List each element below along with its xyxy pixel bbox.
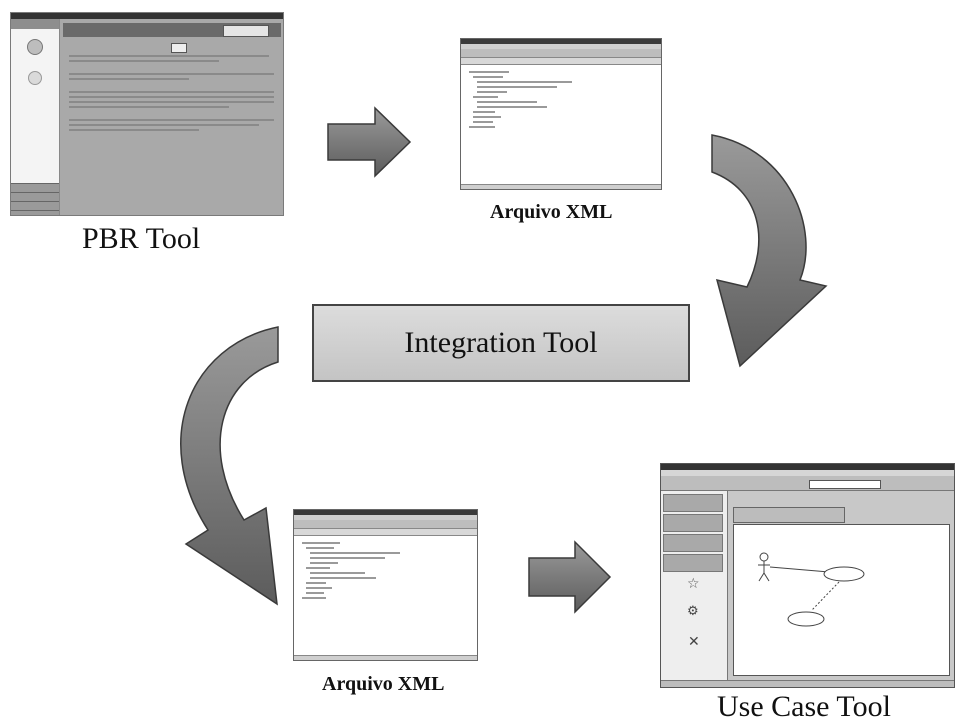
uc-diagram <box>758 552 865 627</box>
arrow-integration-to-xml <box>180 326 279 606</box>
pbr-tool-caption: PBR Tool <box>82 222 201 255</box>
pbr-sidebar-bottom-4 <box>11 210 59 215</box>
pbr-sidebar-header <box>11 19 59 29</box>
uc-menubar <box>661 470 954 476</box>
close-icon: ✕ <box>688 634 700 650</box>
use-case-tool-caption: Use Case Tool <box>717 690 891 723</box>
xml-top-titlebar <box>461 39 661 44</box>
xml-text-line <box>477 91 507 93</box>
arrow-xml-to-integration <box>711 134 828 368</box>
arrow-xml-to-usecase <box>528 540 612 614</box>
xml-text-line <box>306 582 326 584</box>
actor-head <box>759 552 769 562</box>
uc-sidebar-button <box>663 514 723 532</box>
pbr-sidebar-icon-1 <box>27 39 43 55</box>
xml-text-line <box>302 542 340 544</box>
xml-text-line <box>310 557 385 559</box>
pbr-text-line <box>69 55 269 57</box>
pbr-text-line <box>69 78 189 80</box>
arrow-pbr-to-xml <box>327 106 412 178</box>
xml-top-menubar <box>461 44 661 49</box>
xml-text-line <box>473 96 498 98</box>
xml-text-line <box>477 81 572 83</box>
pbr-text-line <box>69 129 199 131</box>
xml-text-line <box>310 572 365 574</box>
uc-toolbar <box>661 476 954 491</box>
xml-text-line <box>469 126 495 128</box>
uc-titlebar <box>661 464 954 470</box>
xml-top-statusbar <box>461 184 661 189</box>
integration-tool-box: Integration Tool <box>312 304 690 382</box>
star-icon: ☆ <box>687 576 700 592</box>
xml-text-line <box>310 552 400 554</box>
xml-text-line <box>306 587 332 589</box>
pbr-text-line <box>69 91 274 93</box>
pbr-text-line <box>69 106 229 108</box>
xml-text-line <box>477 106 547 108</box>
pbr-titlebar <box>11 13 283 19</box>
uc-statusbar <box>661 680 954 687</box>
xml-text-line <box>477 86 557 88</box>
uc-search-field <box>809 480 881 489</box>
xml-text-line <box>306 547 334 549</box>
pbr-next-button <box>223 25 269 37</box>
xml-bottom-statusbar <box>294 655 477 660</box>
use-case-ellipse-2 <box>787 611 825 627</box>
xml-bottom-addressbar <box>294 529 477 536</box>
use-case-ellipse-1 <box>823 566 865 582</box>
use-case-tool-screenshot: ☆ ⚙ ✕ <box>660 463 955 688</box>
xml-text-line <box>473 111 495 113</box>
uc-canvas <box>733 524 950 676</box>
xml-top-caption: Arquivo XML <box>490 201 613 223</box>
actor-leg-left <box>758 572 765 582</box>
association-line <box>769 566 830 573</box>
xml-top-toolbar <box>461 49 661 58</box>
include-line <box>811 581 840 611</box>
xml-bottom-toolbar <box>294 520 477 529</box>
pbr-sidebar-bottom-3 <box>11 201 59 210</box>
xml-bottom-screenshot <box>293 509 478 661</box>
xml-text-line <box>469 71 509 73</box>
pbr-text-line <box>69 96 274 98</box>
integration-tool-label: Integration Tool <box>404 326 598 359</box>
xml-text-line <box>473 121 493 123</box>
uc-sidebar-button <box>663 534 723 552</box>
xml-text-line <box>306 592 324 594</box>
pbr-sidebar-bottom-2 <box>11 192 59 201</box>
tool-icon: ⚙ <box>687 604 699 619</box>
uc-sidebar-button <box>663 494 723 512</box>
pbr-text-line <box>69 124 259 126</box>
pbr-tool-screenshot <box>10 12 284 216</box>
pbr-text-line <box>69 101 274 103</box>
pbr-dropdown <box>171 43 187 53</box>
xml-bottom-menubar <box>294 515 477 520</box>
xml-top-screenshot <box>460 38 662 190</box>
actor-leg-right <box>763 572 770 582</box>
xml-top-addressbar <box>461 58 661 65</box>
uc-sidebar-button <box>663 554 723 572</box>
xml-bottom-caption: Arquivo XML <box>322 673 445 695</box>
xml-text-line <box>310 562 338 564</box>
pbr-sidebar-icon-2 <box>28 71 42 85</box>
xml-text-line <box>473 76 503 78</box>
xml-text-line <box>473 116 501 118</box>
xml-text-line <box>302 597 326 599</box>
xml-text-line <box>477 101 537 103</box>
xml-bottom-titlebar <box>294 510 477 515</box>
pbr-text-line <box>69 119 274 121</box>
pbr-text-line <box>69 60 219 62</box>
xml-text-line <box>306 567 330 569</box>
pbr-text-line <box>69 73 274 75</box>
pbr-sidebar-bottom-1 <box>11 183 59 192</box>
uc-diagram-toolbar <box>733 507 845 523</box>
xml-text-line <box>310 577 376 579</box>
